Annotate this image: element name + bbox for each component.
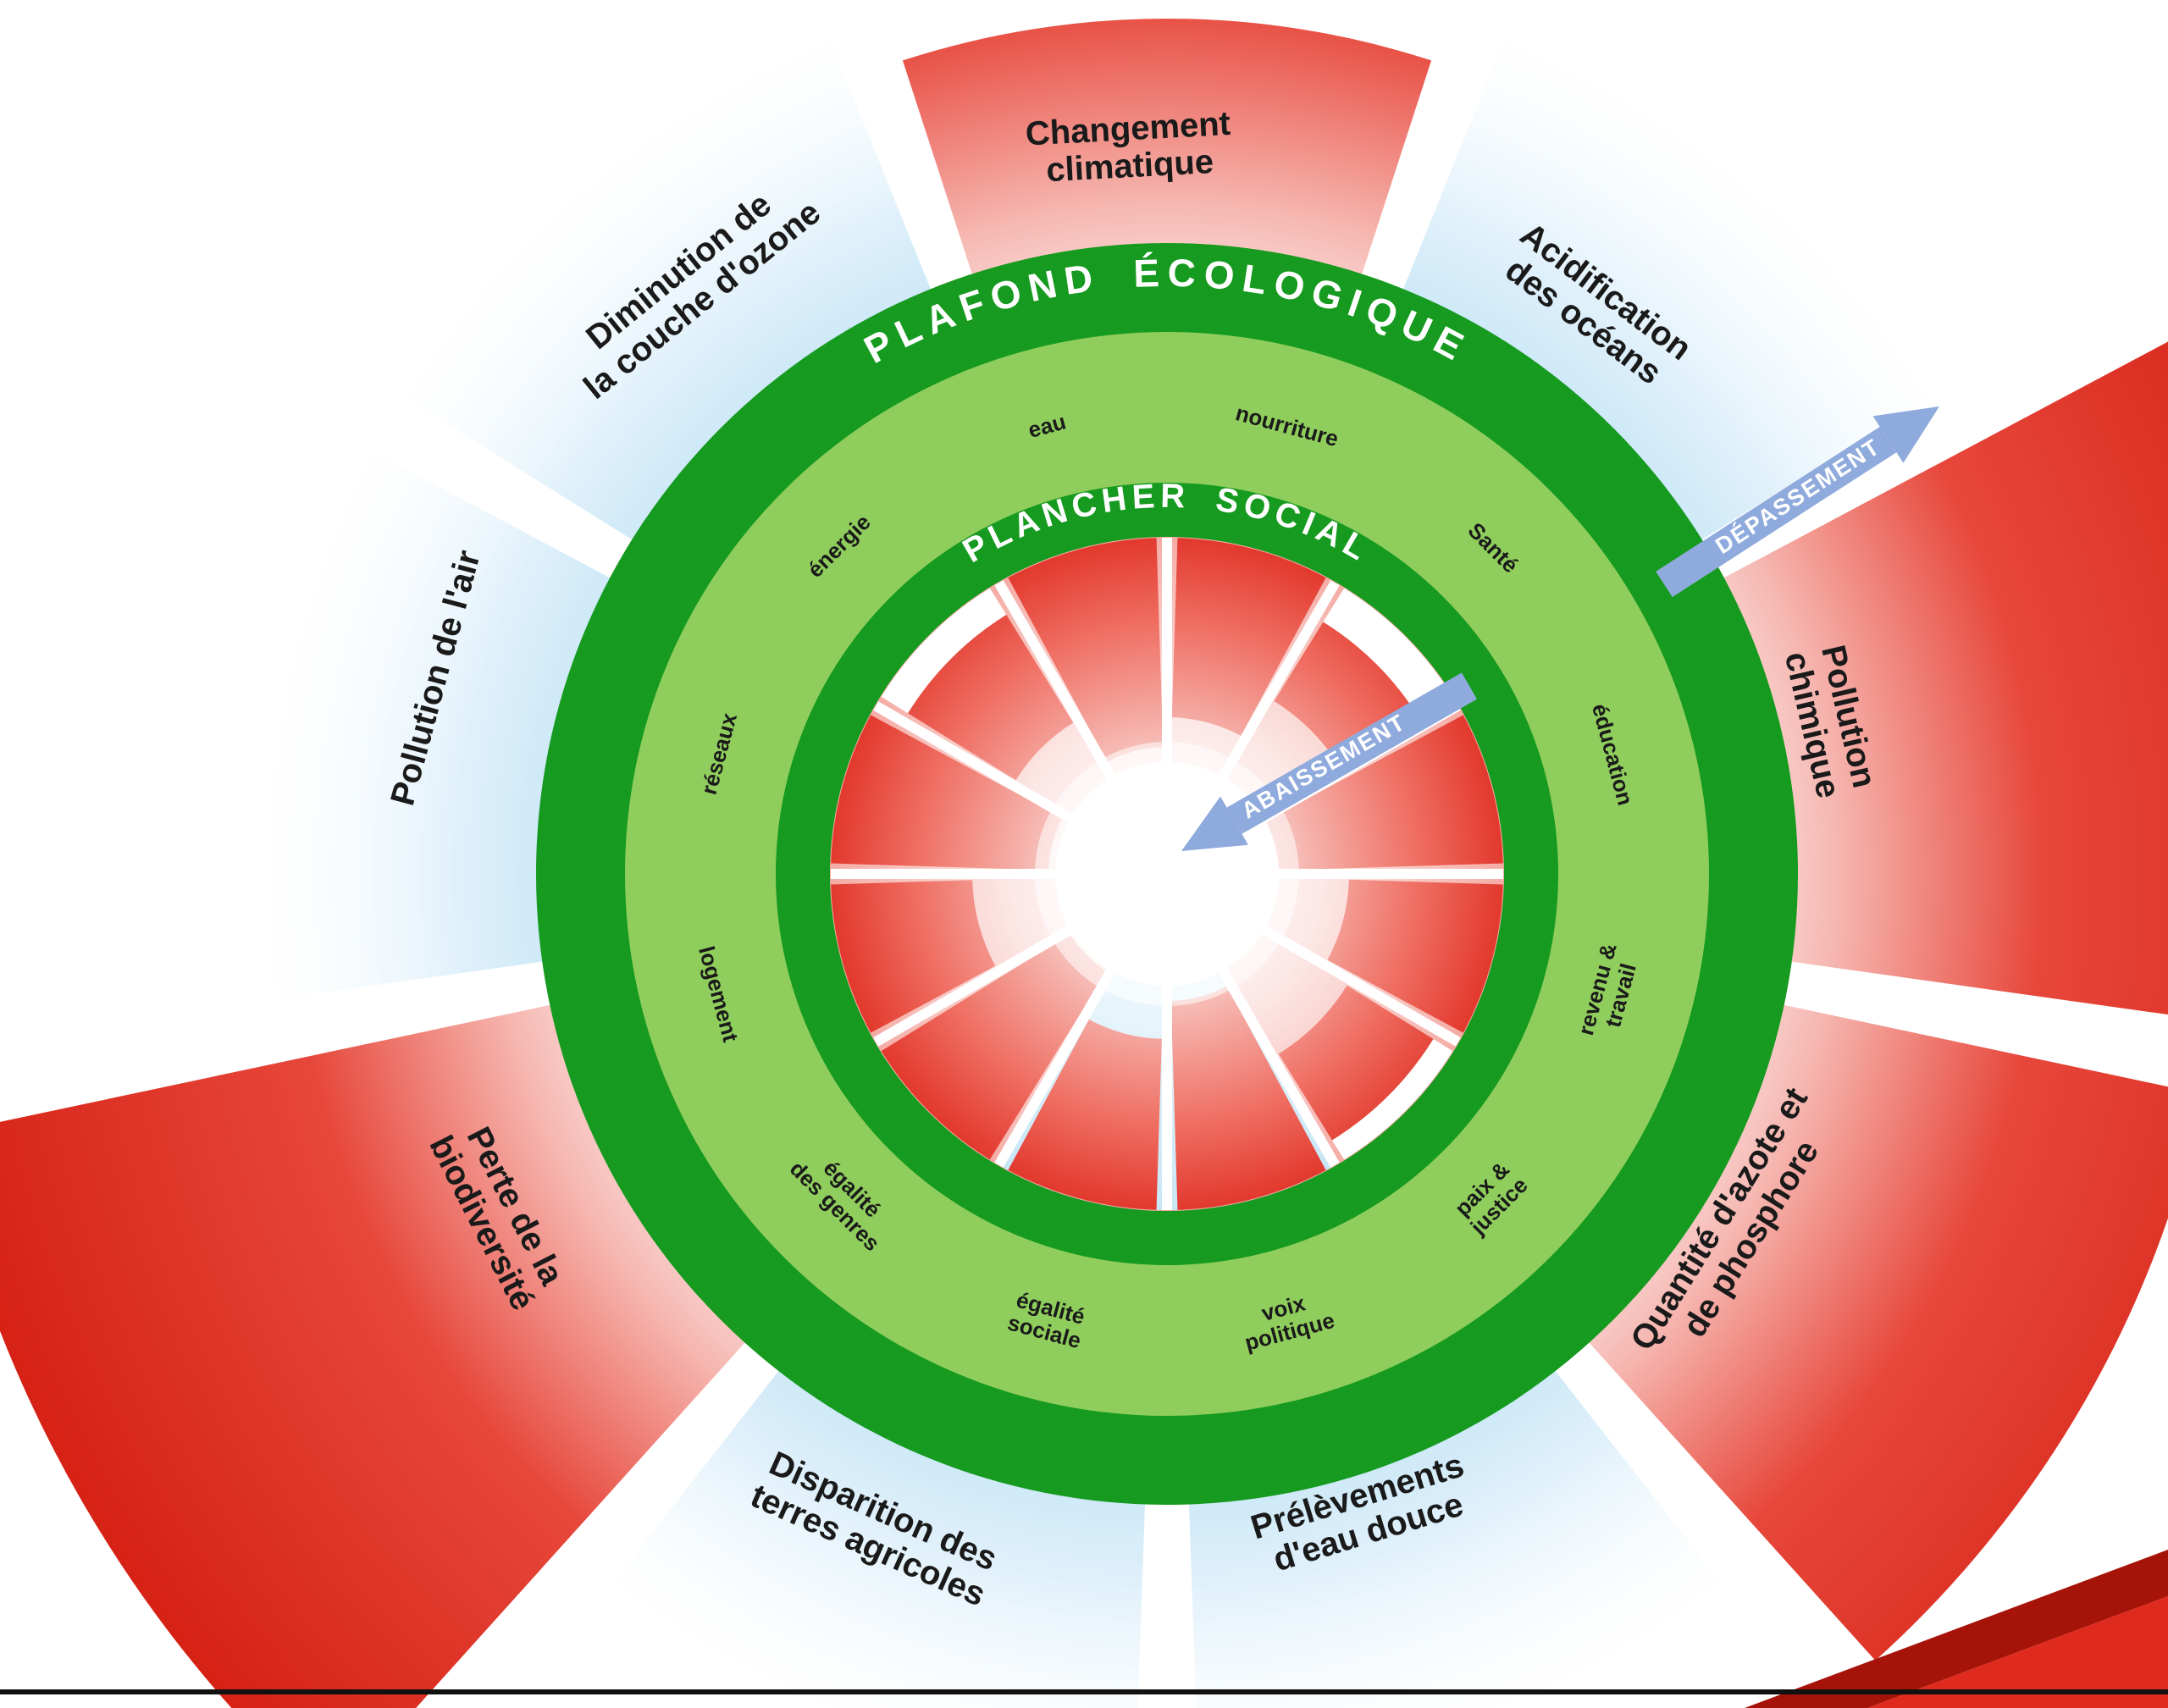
social-segment-divider — [1257, 922, 1461, 1047]
social-shortfall-wedge — [1278, 985, 1434, 1141]
social-shortfall-wedge — [1256, 715, 1503, 871]
eco-dimension-label: Changementclimatique — [1025, 105, 1234, 191]
social-shortfall-wedge — [1171, 538, 1326, 736]
social-met-notch — [1323, 588, 1453, 718]
overshoot-arrow-shaft — [1656, 426, 1897, 598]
hub — [1055, 762, 1279, 986]
social-shortfall-wedge — [881, 934, 1107, 1160]
shortfall-arrow-shaft — [1226, 672, 1477, 834]
social-shortfall-wedge — [1327, 879, 1503, 1033]
bottom-border-line — [0, 1689, 2168, 1694]
social-segment-divider — [994, 580, 1119, 784]
social-shortfall-wedge — [831, 715, 1063, 871]
social-segment-divider — [1215, 964, 1340, 1168]
social-shortfall-wedge — [1008, 538, 1164, 762]
social-shortfall-wedge — [831, 880, 996, 1033]
social-segment-divider — [873, 701, 1077, 826]
corner-overshoot-shape-bright — [1867, 1596, 2168, 1708]
social-segment-divider — [1215, 580, 1340, 784]
social-segment-divider — [873, 922, 1077, 1047]
corner-overshoot-shape-dark — [1745, 1550, 2168, 1708]
shortfall-arrow-head-icon — [1181, 796, 1248, 851]
social-segment-divider — [994, 964, 1119, 1168]
social-met-notch — [1331, 1038, 1453, 1160]
overshoot-arrow-head-icon — [1872, 406, 1939, 463]
social-met-notch — [881, 588, 1007, 714]
social-shortfall-wedge — [908, 615, 1074, 781]
social-shortfall-wedge — [1008, 1019, 1162, 1210]
social-shortfall-wedge — [1170, 986, 1326, 1210]
